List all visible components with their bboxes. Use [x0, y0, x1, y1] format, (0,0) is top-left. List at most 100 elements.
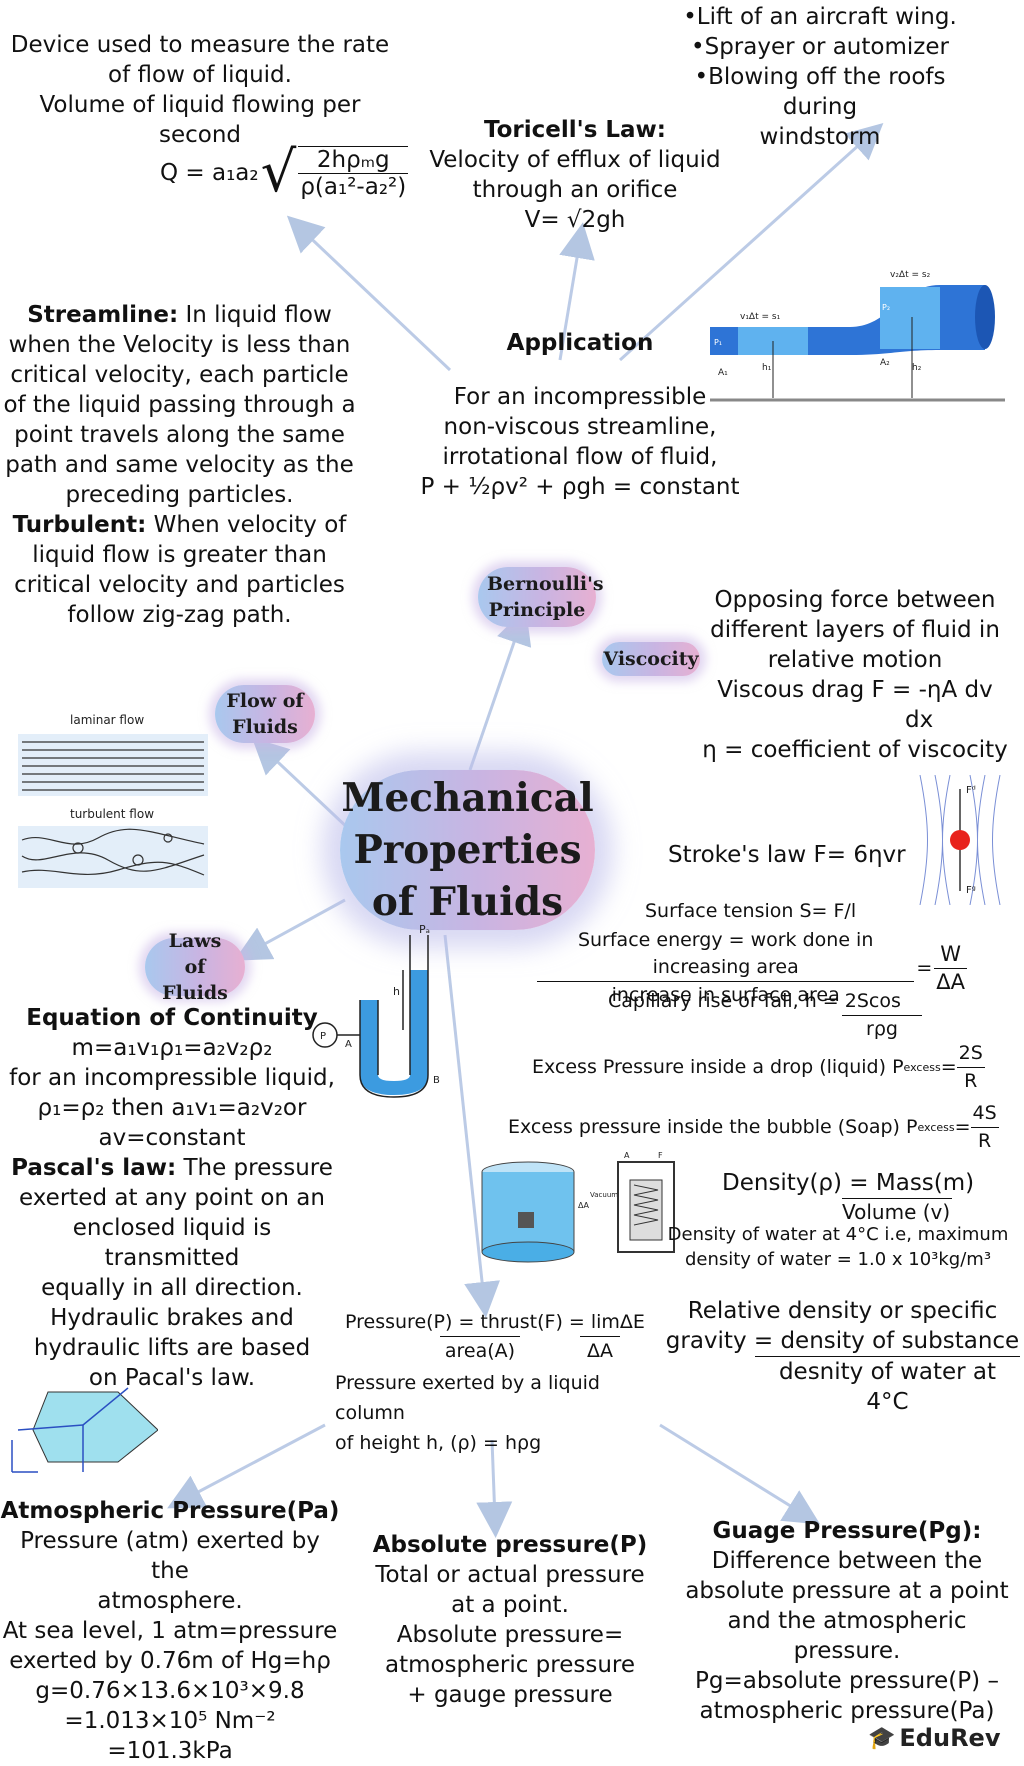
- gauge-block: Guage Pressure(Pg): Difference between t…: [672, 1516, 1022, 1726]
- liquid-column-line: Pressure exerted by a liquid column: [335, 1372, 600, 1424]
- atmospheric-block: Atmospheric Pressure(Pa) Pressure (atm) …: [0, 1496, 340, 1766]
- relative-density-line: Relative density or specific: [687, 1298, 998, 1324]
- density-formula: Density(ρ) = Mass(m): [722, 1170, 975, 1196]
- pressure-denominator: area(A): [440, 1336, 520, 1365]
- manometer-pa-label: Pₐ: [419, 925, 430, 936]
- absolute-line: Total or actual pressure: [375, 1562, 645, 1588]
- surface-energy-denominator: increase in surface area: [611, 984, 840, 1006]
- gauge-heading: Guage Pressure(Pg):: [712, 1518, 982, 1544]
- density-water-line: Density of water at 4°C i.e, maximum: [667, 1224, 1009, 1245]
- absolute-line: atmospheric pressure: [384, 1652, 636, 1678]
- fraction-num: W: [934, 941, 967, 969]
- arrow-to-pressure: [443, 934, 500, 1318]
- density-water-line: density of water = 1.0 x 10³kg/m³: [684, 1249, 992, 1270]
- liquid-column-block: Pressure exerted by a liquid column of h…: [335, 1368, 675, 1458]
- streamline-line: when the Velocity is less than: [8, 332, 351, 358]
- venturimeter-line: of flow of liquid.: [108, 62, 292, 88]
- drop-pressure-fraction: 2S R: [956, 1040, 985, 1095]
- formula-num: 2hρₘg: [298, 146, 409, 174]
- bubble-pressure-block: Excess pressure inside the bubble (Soap)…: [508, 1100, 1008, 1155]
- bernoulli-pipe-diagram: v₁Δt = s₁ v₂Δt = s₂ A₁ A₂ h₁ h₂ P₁ P₂: [710, 270, 1005, 402]
- atmospheric-line: At sea level, 1 atm=pressure: [2, 1618, 338, 1644]
- capillary-line: Capillary rise or fall, h = 2Scos: [608, 990, 901, 1012]
- drop-pressure-text: Excess Pressure inside a drop (liquid) P: [532, 1056, 904, 1078]
- streamline-line: of the liquid passing through a: [3, 392, 356, 418]
- edurev-logo[interactable]: 🎓 EduRev: [868, 1724, 1000, 1752]
- application-item: •Blowing off the roofs during: [694, 64, 946, 120]
- laws-cloud: Laws of Fluids: [145, 930, 245, 1004]
- manometer-b-label: B: [433, 1075, 440, 1086]
- surface-energy-numerator: Surface energy = work done in increasing…: [537, 927, 915, 982]
- bernoulli-text: Application For an incompressible non-vi…: [420, 328, 740, 502]
- bernoulli-equation: P + ½ρv² + ρgh = constant: [420, 474, 740, 500]
- arrow-to-torricelli: [558, 222, 595, 361]
- turbulent-heading: Turbulent:: [12, 512, 147, 538]
- venturimeter-text: Device used to measure the rate of flow …: [10, 30, 390, 150]
- torricelli-line: Velocity of efflux of liquid: [429, 147, 721, 173]
- continuity-heading: Equation of Continuity: [26, 1005, 318, 1031]
- continuity-line: ρ₁=ρ₂ then a₁v₁=a₂v₂or: [37, 1095, 307, 1121]
- relative-density-block: Relative density or specific gravity = d…: [665, 1296, 1020, 1417]
- pascal-line: Hydraulic brakes and: [50, 1305, 294, 1331]
- pascal-heading: Pascal's law:: [11, 1155, 177, 1181]
- turbulent-line: critical velocity and particles: [14, 572, 345, 598]
- atmospheric-line: Pressure (atm) exerted by the: [20, 1528, 320, 1584]
- manometer-diagram: Pₐ h P A B: [312, 925, 440, 1098]
- viscocity-cloud-label: Viscocity: [603, 648, 699, 670]
- bubble-pressure-subscript: excess: [917, 1121, 955, 1134]
- continuity-line: for an incompressible liquid,: [9, 1065, 335, 1091]
- vacuum-f-label: F: [658, 1151, 663, 1160]
- formula-fraction: 2hρₘg ρ(a₁²-a₂²): [298, 146, 409, 200]
- pipe-label-h2: h₂: [912, 363, 922, 373]
- continuity-line: av=constant: [98, 1125, 246, 1151]
- manometer-p-label: P: [320, 1031, 326, 1042]
- torricelli-text: Toricell's Law: Velocity of efflux of li…: [415, 115, 735, 235]
- torricelli-heading: Toricell's Law:: [483, 117, 667, 143]
- svg-text:ΔA: ΔA: [578, 1201, 589, 1210]
- bernoulli-cloud-label: Bernoulli's Principle: [487, 573, 604, 621]
- central-topic-cloud: Mechanical Properties of Fluids: [340, 770, 595, 930]
- pipe-label-a1: A₁: [718, 368, 728, 378]
- viscous-drag-denominator: dx: [905, 707, 934, 733]
- arrow-to-applications: [618, 122, 884, 362]
- pressure-limit-denominator: ΔA: [580, 1336, 620, 1365]
- vacuum-a-label: A: [624, 1151, 630, 1160]
- surface-tension-line: Surface tension S= F/l: [645, 900, 857, 922]
- arrow-to-venturimeter: [286, 215, 452, 372]
- fraction-num: 4S: [970, 1100, 999, 1128]
- graduation-cap-icon: 🎓: [868, 1725, 896, 1751]
- gauge-line: absolute pressure at a point: [685, 1578, 1009, 1604]
- atmospheric-line: =1.013×10⁵ Nm⁻² =101.3kPa: [64, 1708, 276, 1764]
- application-heading: Application: [506, 330, 654, 356]
- atmospheric-line: g=0.76×13.6×10³×9.8: [35, 1678, 305, 1704]
- turbulent-line: liquid flow is greater than: [32, 542, 327, 568]
- atmospheric-heading: Atmospheric Pressure(Pa): [0, 1498, 340, 1524]
- absolute-line: at a point.: [451, 1592, 569, 1618]
- flow-cloud-label: Flow of Fluids: [226, 690, 304, 738]
- stokes-law: Stroke's law F= 6ηvr: [668, 842, 906, 868]
- continuity-block: Equation of Continuity m=a₁v₁ρ₁=a₂v₂ρ₂ f…: [2, 1003, 342, 1393]
- pascal-diagram: [11, 1387, 158, 1473]
- surface-energy-fraction: W ΔA: [934, 941, 967, 996]
- absolute-line: Absolute pressure=: [396, 1622, 624, 1648]
- viscosity-coefficient-line: η = coefficient of viscocity: [702, 737, 1008, 763]
- manometer-h-label: h: [393, 985, 400, 998]
- stokes-diagram: Fᵈ Fᵍ: [919, 775, 1001, 905]
- atmospheric-line: exerted by 0.76m of Hg=hρ: [9, 1648, 331, 1674]
- pipe-label-p2: P₂: [882, 303, 890, 312]
- viscosity-line: different layers of fluid in: [710, 617, 1000, 643]
- formula-lhs: Q = a₁a₂: [160, 160, 259, 186]
- pascal-line: equally in all direction.: [41, 1275, 303, 1301]
- drop-pressure-subscript: excess: [903, 1061, 941, 1074]
- pressure-block: Pressure(P) = thrust(F) = limΔE area(A) …: [345, 1308, 685, 1365]
- venturimeter-line: second: [158, 122, 242, 148]
- absolute-heading: Absolute pressure(P): [372, 1532, 648, 1558]
- streamline-line: In liquid flow: [178, 302, 332, 328]
- fraction-num: 2S: [956, 1040, 985, 1068]
- continuity-line: m=a₁v₁ρ₁=a₂v₂ρ₂: [71, 1035, 273, 1061]
- stokes-drag-label: Fᵈ: [966, 785, 976, 796]
- absolute-line: + gauge pressure: [407, 1682, 613, 1708]
- pipe-label-a2: A₂: [880, 358, 890, 368]
- arrow-to-gauge: [659, 1423, 821, 1525]
